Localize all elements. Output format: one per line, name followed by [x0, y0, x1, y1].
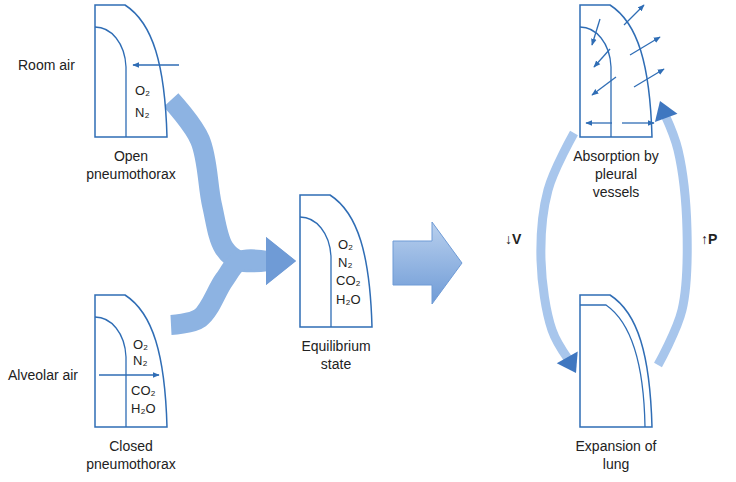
edge-label: ↓V: [504, 230, 522, 248]
air-source-label: Alveolar air: [8, 366, 78, 384]
air-source-label: Room air: [18, 56, 75, 74]
gas-flow-arrow: [592, 19, 600, 45]
lung-surface: [95, 317, 126, 427]
arrow-shaft: [171, 100, 268, 262]
gas-flow-arrow: [592, 77, 616, 95]
lung-panel: O₂N₂Open pneumothorax: [95, 5, 167, 137]
block-arrow: [393, 222, 462, 304]
gas-label: O₂: [133, 337, 148, 352]
lung-panel: O₂N₂CO₂H₂OEquilibrium state: [300, 195, 372, 327]
gas-label: H₂O: [336, 292, 361, 307]
gas-label: CO₂: [336, 273, 361, 288]
panel-caption: Expansion of lung: [570, 437, 662, 473]
pleural-outline: [580, 5, 652, 137]
edge-label: ↑P: [700, 230, 718, 248]
lung-panel: O₂N₂CO₂H₂OClosed pneumothorax: [95, 295, 167, 427]
lung-outline: [300, 195, 372, 327]
process-arrow: [655, 101, 687, 365]
panel-caption: Open pneumothorax: [75, 147, 187, 183]
gas-label: H₂O: [131, 401, 156, 416]
gas-flow-arrow: [133, 64, 179, 65]
gas-flow-arrow: [99, 374, 159, 375]
gas-flow-arrow: [622, 122, 654, 123]
lung-outline: [580, 5, 652, 137]
lung-surface: [580, 27, 611, 137]
pleural-outline: [300, 195, 372, 327]
lung-surface: [95, 27, 126, 137]
arrow-head: [266, 237, 296, 285]
lung-surface: [300, 217, 331, 327]
arrow-shaft: [658, 116, 687, 365]
gas-flow-arrow: [586, 122, 612, 123]
arrow-head: [266, 237, 296, 285]
lung-panel: Expansion of lung: [580, 295, 652, 427]
pleural-outline: [580, 295, 652, 427]
gas-label: N₂: [338, 255, 352, 270]
gas-label: CO₂: [131, 383, 156, 398]
gas-label: N₂: [135, 105, 149, 120]
panel-caption: Absorption by pleural vessels: [570, 147, 662, 201]
lung-panel: Absorption by pleural vessels: [580, 5, 652, 137]
arrow-shaft: [541, 133, 574, 359]
gas-label: O₂: [135, 83, 150, 98]
arrow-shaft: [171, 259, 268, 325]
lung-outline: [95, 5, 167, 137]
arrow-head: [557, 351, 578, 373]
lung-surface: [580, 305, 645, 427]
pleural-outline: [95, 295, 167, 427]
gas-flow-arrow: [634, 69, 664, 87]
gas-label: O₂: [338, 237, 353, 252]
arrow-head: [655, 101, 678, 122]
process-arrow: [541, 133, 578, 373]
panel-caption: Equilibrium state: [286, 337, 386, 373]
gas-flow-arrow: [594, 49, 610, 67]
panel-caption: Closed pneumothorax: [75, 437, 187, 473]
gas-flow-arrow: [630, 37, 660, 55]
gas-label: N₂: [133, 353, 147, 368]
process-arrow: [171, 237, 296, 325]
lung-outline: [580, 295, 652, 427]
pleural-outline: [95, 5, 167, 137]
gas-flow-arrow: [624, 5, 644, 25]
